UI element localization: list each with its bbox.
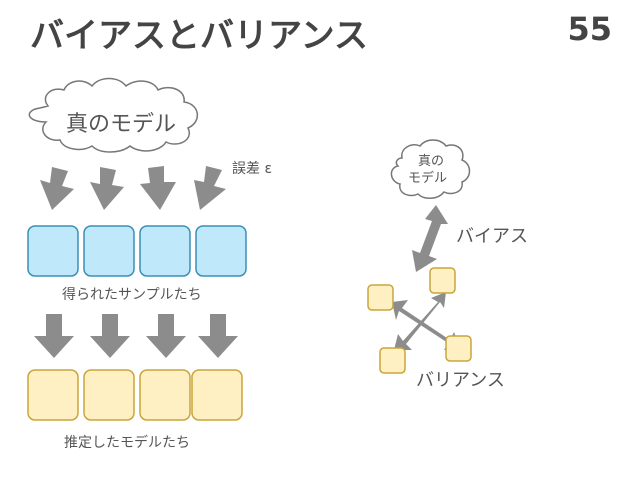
- variance-cross-arrows-icon: [392, 292, 460, 350]
- down-arrow-icon: [140, 166, 176, 210]
- variance-label: バリアンス: [416, 370, 505, 391]
- true-model-cloud: [28, 77, 198, 153]
- page-number: 55: [567, 10, 612, 48]
- bias-label: バイアス: [456, 226, 528, 247]
- model-row: [27, 369, 243, 421]
- sample-box: [139, 225, 191, 277]
- down-arrow-icon: [40, 167, 74, 210]
- slide-title: バイアスとバリアンス: [30, 16, 368, 56]
- true-model-label: 真のモデル: [66, 112, 177, 137]
- sample-box: [27, 225, 79, 277]
- error-arrows: [40, 166, 226, 210]
- bias-double-arrow-icon: [412, 205, 448, 272]
- estimation-arrows: [34, 314, 238, 358]
- model-box: [83, 369, 135, 421]
- model-spread: [367, 267, 472, 374]
- model-box-small: [367, 284, 394, 311]
- true-model-small-cloud: [390, 139, 471, 199]
- model-box: [27, 369, 79, 421]
- down-arrow-icon: [146, 314, 186, 358]
- sample-row: [27, 225, 247, 277]
- model-box-small: [445, 335, 472, 362]
- samples-label: 得られたサンプルたち: [62, 287, 202, 303]
- true-model-small-label-line2: モデル: [408, 171, 448, 186]
- down-arrow-icon: [90, 167, 124, 210]
- estimated-models-label: 推定したモデルたち: [64, 435, 190, 451]
- sample-box: [195, 225, 247, 277]
- down-arrow-icon: [34, 314, 74, 358]
- true-model-small-label-line1: 真の: [418, 154, 445, 169]
- error-label: 誤差 ε: [232, 161, 273, 177]
- sample-box: [83, 225, 135, 277]
- down-arrow-icon: [194, 166, 226, 210]
- model-box-small: [429, 267, 456, 294]
- down-arrow-icon: [90, 314, 130, 358]
- model-box-small: [379, 347, 406, 374]
- model-box: [191, 369, 243, 421]
- model-box: [139, 369, 191, 421]
- down-arrow-icon: [198, 314, 238, 358]
